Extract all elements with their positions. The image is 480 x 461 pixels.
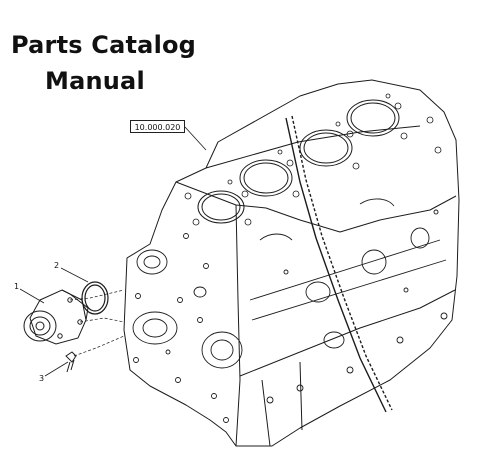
callout-leaders	[19, 267, 89, 377]
side-face-details	[249, 198, 448, 404]
assembly-lines	[69, 289, 125, 357]
cylinder-bores	[197, 99, 400, 224]
deck-holes	[184, 93, 442, 226]
break-line	[285, 115, 393, 413]
bolt	[65, 351, 77, 373]
reference-code-label: 10.000.020	[130, 120, 185, 133]
callout-3: 3	[39, 374, 45, 383]
water-pump	[23, 289, 89, 345]
reference-leader	[184, 126, 207, 151]
callout-2: 2	[54, 261, 60, 270]
callout-1: 1	[14, 282, 20, 291]
engine-block	[123, 79, 460, 447]
title-line-1: Parts Catalog	[11, 31, 197, 59]
front-face-details	[132, 233, 243, 423]
title-line-2: Manual	[45, 67, 145, 95]
gasket-ring	[81, 281, 109, 315]
